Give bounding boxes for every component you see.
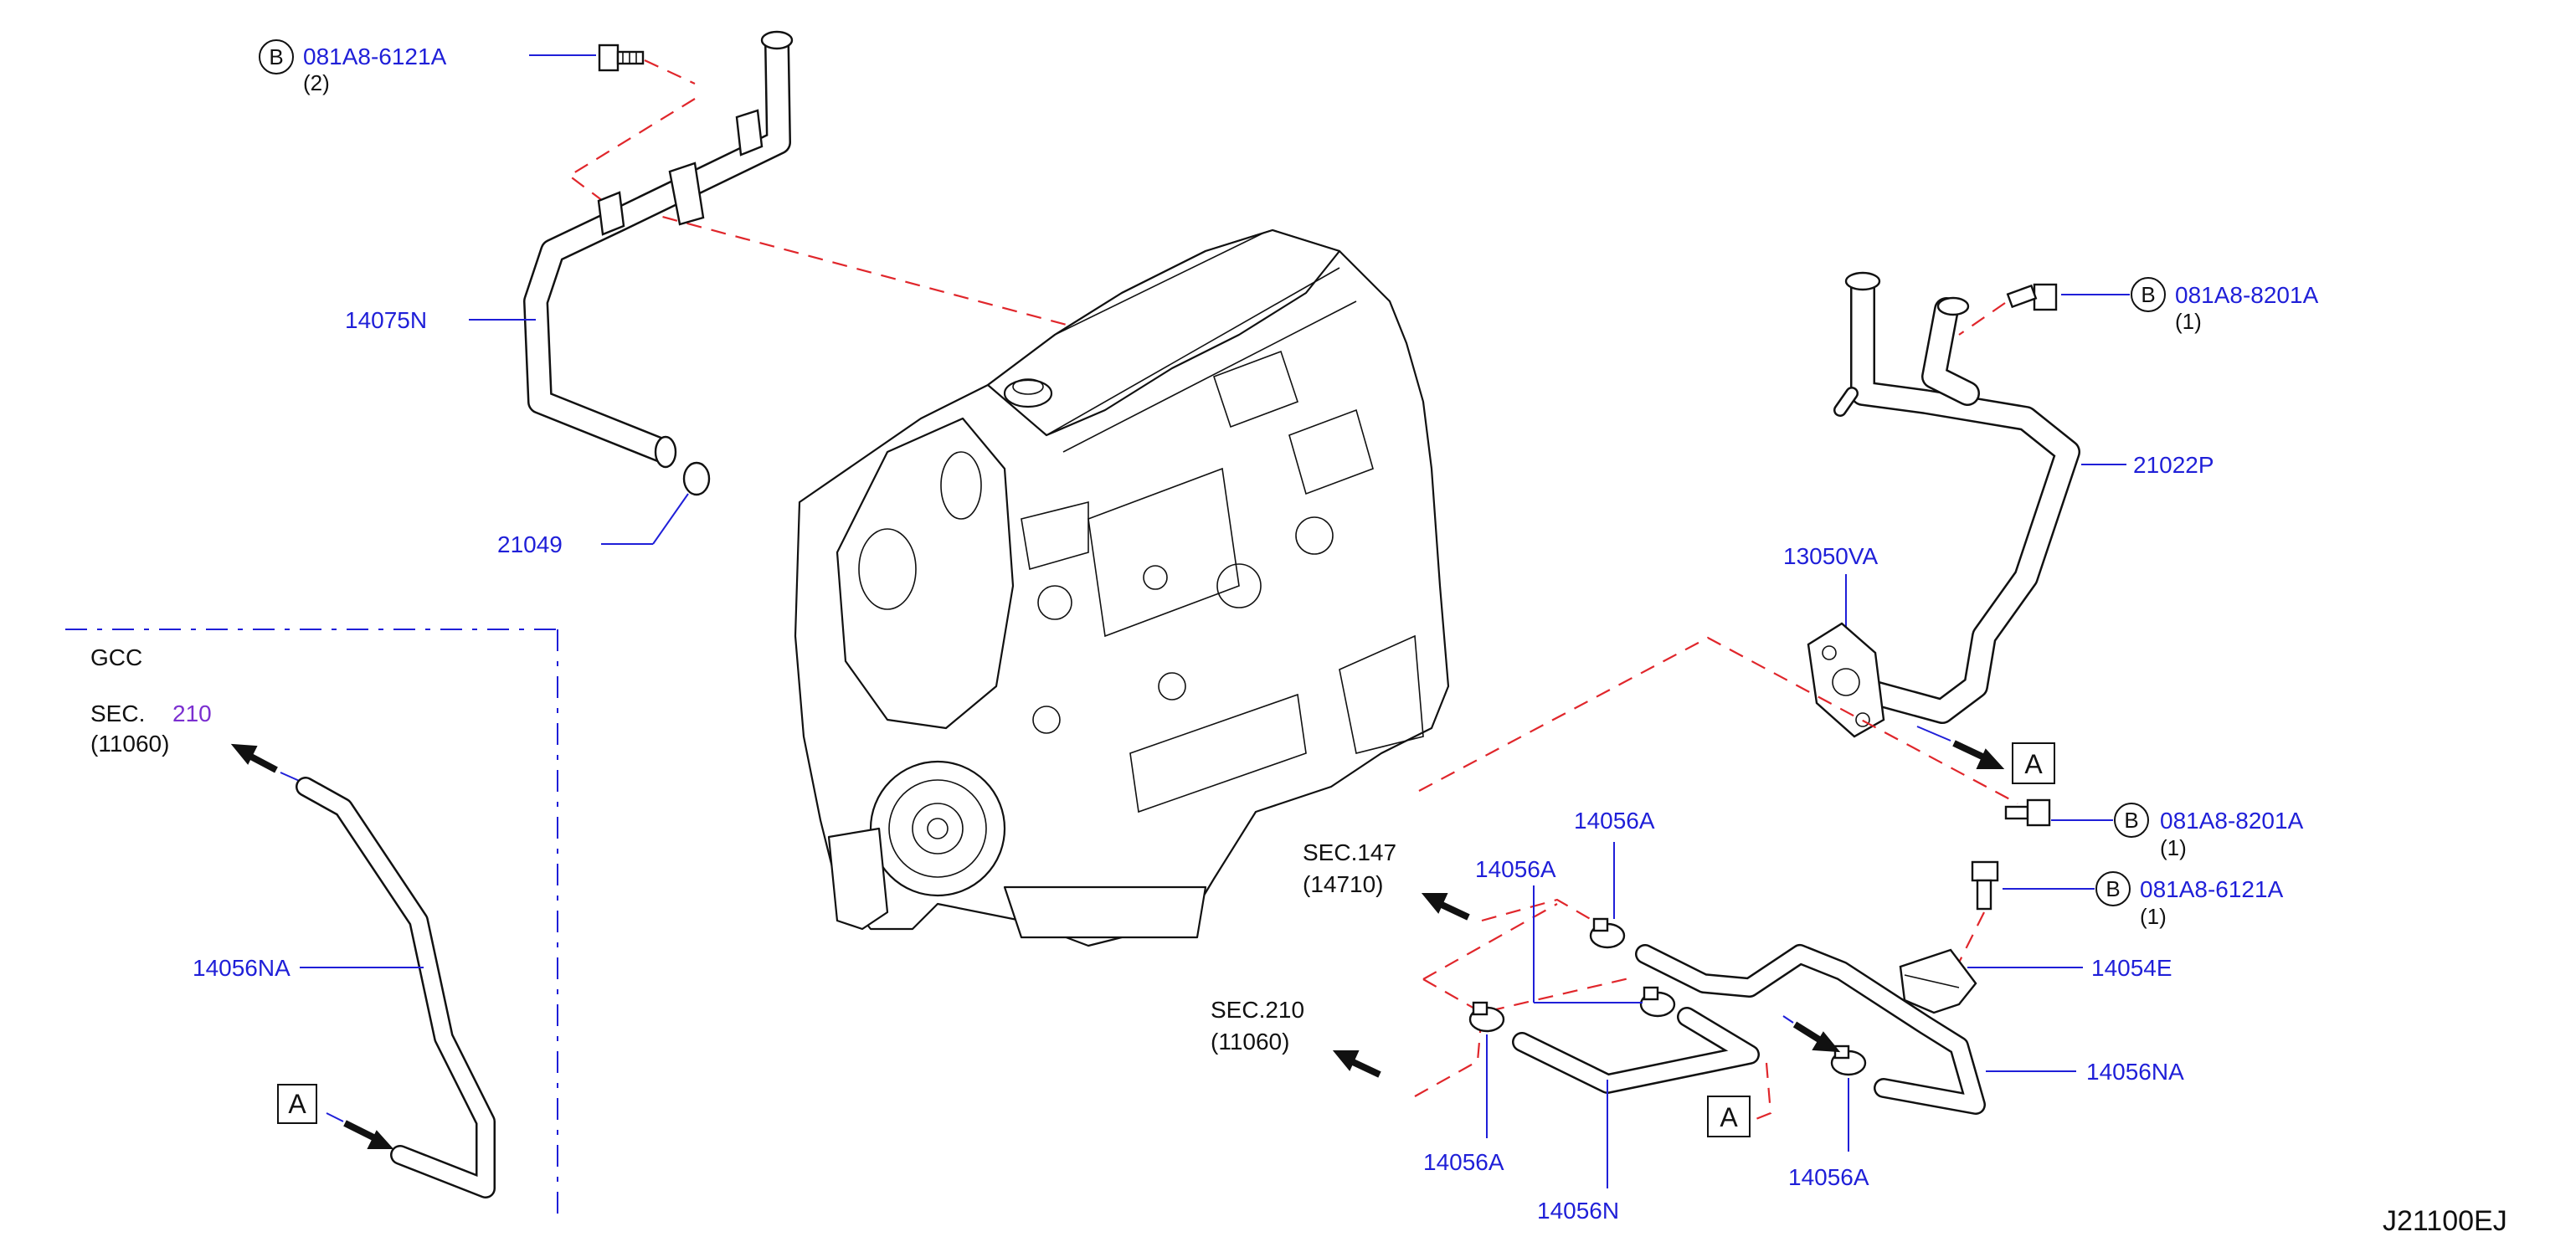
bolt-right-top-group: B 081A8-8201A (1) (2006, 277, 2319, 334)
arrow-icon (1792, 1021, 1841, 1053)
arrow-icon (1952, 740, 2005, 769)
sec210-label: SEC.210 (1211, 997, 1304, 1023)
inset-hose-label: 14056NA (193, 955, 291, 981)
clamp-4 (1830, 1044, 1867, 1076)
svg-text:A: A (288, 1089, 306, 1119)
gasket-13050va (1807, 622, 1885, 738)
bolt-top-group: B 081A8-6121A (2) (259, 39, 645, 95)
bolt-icon (2004, 798, 2051, 827)
inset-sec-label: SEC. (90, 701, 145, 726)
arrow-icon (230, 743, 278, 773)
inset-marker-a: A (277, 1084, 317, 1124)
inset-sec-number: 210 (172, 701, 212, 726)
bolt-right-top-qty: (1) (2175, 309, 2202, 334)
bracket-14054e (1899, 948, 1977, 1014)
clamp-2 (1639, 986, 1676, 1018)
bolt-icon (2006, 283, 2058, 311)
marker-a-right: A (2012, 742, 2055, 784)
sec210-ref: (11060) (1211, 1029, 1289, 1055)
hose-right-label: 14056NA (2086, 1059, 2184, 1085)
pipe-14075n (523, 30, 794, 469)
bolt-top-label: 081A8-6121A (303, 44, 447, 69)
sec147-ref: (14710) (1303, 871, 1384, 897)
hose-14056n (1512, 1007, 1760, 1094)
bolt-top-qty: (2) (303, 70, 330, 95)
clamp-2-label: 14056A (1475, 856, 1556, 882)
bolt-right-low-circle: B (2106, 876, 2120, 901)
bolt-right-mid-qty: (1) (2160, 835, 2187, 860)
bolt-right-top-circle: B (2141, 282, 2155, 307)
o-ring-label: 21049 (497, 531, 563, 557)
gasket-label: 13050VA (1783, 543, 1878, 569)
pipe-right-label: 21022P (2133, 452, 2214, 478)
hose-upper (1635, 944, 1986, 1115)
pipe-upper-label: 14075N (345, 307, 427, 333)
svg-text:A: A (2024, 749, 2043, 779)
bolt-icon (598, 44, 645, 72)
clamp-1 (1589, 917, 1626, 949)
clamp-3 (1468, 1001, 1505, 1033)
bolt-right-top-label: 081A8-8201A (2175, 282, 2319, 308)
inset-panel: GCC SEC. 210 (11060) 14056NA A (65, 629, 558, 1224)
engine-illustration (794, 228, 1450, 947)
inset-hose (296, 777, 496, 1198)
o-ring-21049 (682, 461, 711, 496)
arrow-icon (1421, 893, 1470, 921)
bolt-right-low-qty: (1) (2140, 904, 2167, 929)
bolt-right-mid-circle: B (2124, 808, 2138, 833)
bracket-label: 14054E (2091, 955, 2172, 981)
marker-a-lower: A (1707, 1096, 1751, 1137)
arrow-icon (1332, 1050, 1381, 1078)
bolt-right-low-group: B 081A8-6121A (1) (1971, 860, 2284, 929)
arrow-icon (343, 1120, 394, 1149)
bolt-right-mid-group: B 081A8-8201A (1) (2004, 798, 2304, 860)
bolt-top-circle: B (269, 44, 283, 69)
bolt-right-low-label: 081A8-6121A (2140, 876, 2284, 902)
svg-text:A: A (1720, 1102, 1738, 1132)
inset-sec-ref: (11060) (90, 731, 169, 757)
inset-title: GCC (90, 644, 142, 670)
hose-lower-label: 14056N (1537, 1198, 1619, 1224)
bolt-icon (1971, 860, 1999, 911)
clamp-3-label: 14056A (1423, 1149, 1504, 1175)
bolt-right-mid-label: 081A8-8201A (2160, 808, 2304, 834)
diagram-code: J21100EJ (2383, 1205, 2507, 1237)
sec147-label: SEC.147 (1303, 839, 1396, 865)
clamp-4-label: 14056A (1788, 1164, 1869, 1190)
pipe-21022p (1833, 271, 2080, 724)
clamp-1-label: 14056A (1574, 808, 1655, 834)
